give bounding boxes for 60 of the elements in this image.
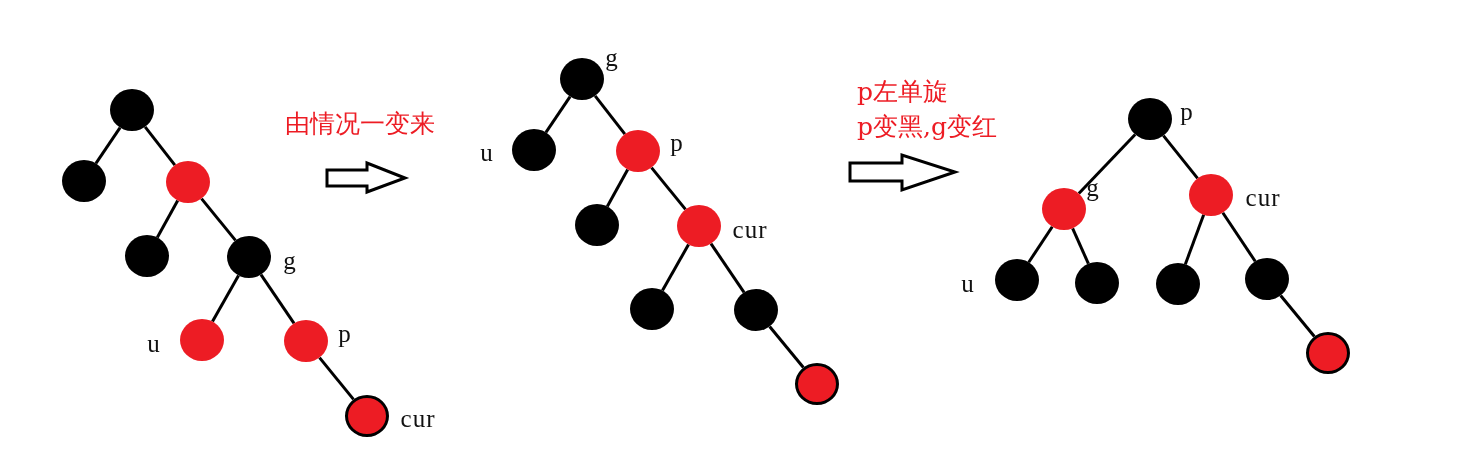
tree-node bbox=[630, 288, 674, 330]
tree-node bbox=[560, 58, 604, 100]
tree-edge bbox=[593, 94, 627, 136]
node-label: u bbox=[961, 270, 975, 296]
tree-edge bbox=[709, 242, 746, 294]
tree-edge bbox=[318, 356, 355, 401]
tree-edge bbox=[200, 197, 237, 242]
tree-node bbox=[995, 259, 1039, 301]
tree-node bbox=[62, 160, 106, 202]
tree-edge bbox=[1071, 227, 1090, 265]
tree-edge bbox=[259, 273, 296, 325]
tree-edge bbox=[155, 199, 180, 239]
tree-node bbox=[1156, 263, 1200, 305]
node-label: u bbox=[480, 139, 494, 165]
tree-node bbox=[227, 236, 271, 278]
tree-node bbox=[1189, 174, 1233, 216]
tree-edge bbox=[1183, 214, 1206, 265]
tree-edge bbox=[143, 125, 177, 167]
tree-node bbox=[284, 320, 328, 362]
tree-node bbox=[512, 129, 556, 171]
tree-node bbox=[734, 289, 778, 331]
tree-edge bbox=[544, 95, 572, 134]
node-label: g bbox=[1086, 174, 1100, 200]
tree-edge bbox=[605, 168, 630, 208]
tree-edge bbox=[650, 166, 687, 211]
node-label: p bbox=[1180, 98, 1194, 124]
tree-node bbox=[575, 204, 619, 246]
tree-edge bbox=[1162, 134, 1199, 180]
tree-node bbox=[1042, 188, 1086, 230]
node-label: p bbox=[670, 129, 684, 155]
tree-node bbox=[345, 395, 389, 437]
tree-node bbox=[1075, 262, 1119, 304]
tree-node bbox=[1306, 332, 1350, 374]
tree-node bbox=[166, 161, 210, 203]
node-label: cur bbox=[400, 405, 436, 431]
tree-node bbox=[180, 319, 224, 361]
tree-node bbox=[125, 235, 169, 277]
node-label: g bbox=[605, 44, 619, 70]
annotation-text: 由情况一变来 bbox=[285, 109, 435, 139]
annotation-text: p左单旋 bbox=[857, 77, 948, 107]
tree-edge bbox=[211, 274, 240, 323]
tree-edge bbox=[1221, 211, 1257, 263]
tree-node bbox=[616, 130, 660, 172]
tree-edge bbox=[1279, 294, 1316, 338]
node-label: u bbox=[147, 330, 161, 356]
node-label: cur bbox=[1245, 184, 1281, 210]
tree-node bbox=[1245, 258, 1289, 300]
tree-node bbox=[677, 205, 721, 247]
tree-edge bbox=[768, 325, 805, 369]
tree-edge bbox=[661, 243, 690, 292]
tree-node bbox=[795, 363, 839, 405]
tree-node bbox=[1128, 98, 1172, 140]
tree-node bbox=[110, 89, 154, 131]
node-label: p bbox=[338, 320, 352, 346]
tree-edge bbox=[94, 126, 122, 165]
node-label: cur bbox=[732, 216, 768, 242]
node-label: g bbox=[283, 247, 297, 273]
tree-edge bbox=[1027, 225, 1054, 264]
tree-edge bbox=[1077, 133, 1137, 195]
annotation-text: p变黑,g变红 bbox=[857, 112, 997, 142]
